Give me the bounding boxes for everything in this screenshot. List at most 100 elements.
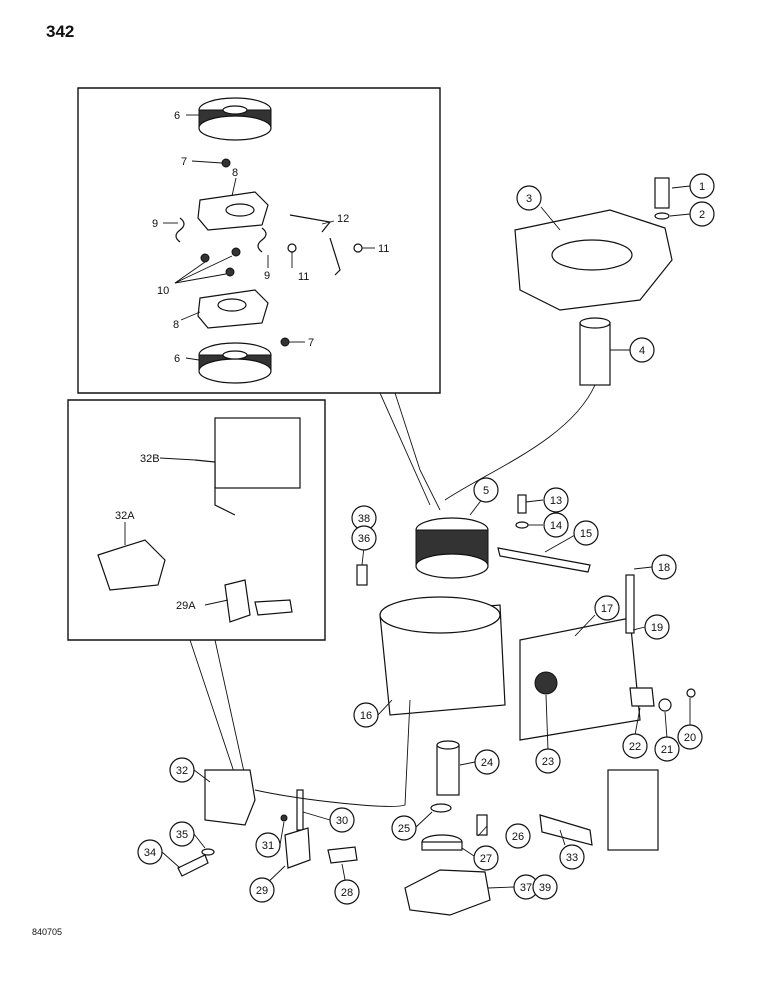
housing-section [214,417,301,489]
callout-29: 29 [249,877,275,903]
callout-39: 39 [532,874,558,900]
pin-26 [476,814,488,836]
clevis-28 [327,846,358,864]
ball-lower [280,337,290,347]
svg-text:22: 22 [629,741,641,753]
svg-text:32: 32 [176,765,188,777]
washer-14 [515,521,529,529]
callout-21: 21 [654,736,680,762]
washer-2 [654,212,670,220]
bushing-22 [629,687,655,707]
svg-text:29: 29 [256,885,268,897]
lever-bracket-17 [519,617,641,741]
bolt-34 [177,854,209,877]
inset-label-9-right: 9 [264,270,270,282]
callout-3: 3 [516,185,542,211]
fitting-33 [539,814,593,846]
ball-upper [221,158,231,168]
callout-30: 30 [329,807,355,833]
inset-label-32b: 32B [140,453,160,465]
svg-text:27: 27 [480,853,492,865]
bolt-30 [296,789,304,831]
document-code: 840705 [32,927,63,937]
callout-14: 14 [543,512,569,538]
callout-33: 33 [559,844,585,870]
svg-text:28: 28 [341,887,353,899]
callout-22: 22 [622,733,648,759]
bolt-13 [517,494,527,514]
callout-15: 15 [573,520,599,546]
svg-text:1: 1 [699,181,705,193]
svg-text:20: 20 [684,732,696,744]
actuator-plate-upper [197,191,269,231]
svg-text:26: 26 [512,831,524,843]
lever [329,237,341,276]
actuator-plate-lower [197,289,269,329]
callout-28: 28 [334,879,360,905]
bracket-32 [204,769,256,826]
spring-right [257,227,267,253]
inset-label-11-mid: 11 [298,271,309,283]
svg-text:3: 3 [526,193,532,205]
cover-3 [514,209,673,311]
inset-label-6-lower: 6 [174,353,180,365]
bolt-18 [625,574,635,634]
inset-label-9-left: 9 [152,218,158,230]
screw-36 [356,564,368,586]
friction-disc-upper [198,97,272,141]
bolt-1 [654,177,670,209]
rod-15 [497,547,591,573]
svg-text:13: 13 [550,495,562,507]
svg-text:30: 30 [336,815,348,827]
svg-text:25: 25 [398,823,410,835]
inset-label-7-lower: 7 [308,337,314,349]
callout-20: 20 [677,724,703,750]
svg-text:16: 16 [360,710,372,722]
pin-upper [287,243,297,253]
spline-shaft-24 [436,740,460,796]
inset-label-7-upper: 7 [181,156,187,168]
clevis-29a [254,599,293,616]
ball-c [225,267,235,277]
svg-text:5: 5 [483,485,489,497]
svg-text:37: 37 [520,882,532,894]
inset-pointer-line [394,392,441,511]
svg-text:17: 17 [601,603,613,615]
page-number: 342 [46,22,75,41]
pin-right [353,243,363,253]
svg-text:38: 38 [358,513,370,525]
svg-text:35: 35 [176,829,188,841]
link-32b [194,459,236,516]
callout-4: 4 [629,337,655,363]
callout-25: 25 [391,815,417,841]
callout-35: 35 [169,821,195,847]
callout-31: 31 [255,832,281,858]
svg-text:31: 31 [262,840,274,852]
svg-text:24: 24 [481,757,493,769]
callout-27: 27 [473,845,499,871]
callout-18: 18 [651,554,677,580]
inset-label-12: 12 [337,213,349,225]
bracket-32a [97,539,166,591]
washer-35 [201,848,215,856]
friction-disc-lower [198,342,272,384]
washer-20 [686,688,696,698]
seal-23 [534,671,558,695]
inset-label-8-lower: 8 [173,319,179,331]
inset-label-6-upper: 6 [174,110,180,122]
callout-16: 16 [353,702,379,728]
callout-5: 5 [473,477,499,503]
callout-19: 19 [644,614,670,640]
callout-13: 13 [543,487,569,513]
inset-label-8-upper: 8 [232,167,238,179]
lever-29 [284,827,311,869]
callout-26: 26 [505,823,531,849]
svg-text:18: 18 [658,562,670,574]
callout-17: 17 [594,595,620,621]
inset-label-11-right: 11 [378,243,389,255]
callout-24: 24 [474,749,500,775]
main-housing-16 [379,596,506,716]
svg-text:36: 36 [358,533,370,545]
leader-linkage [254,699,411,807]
